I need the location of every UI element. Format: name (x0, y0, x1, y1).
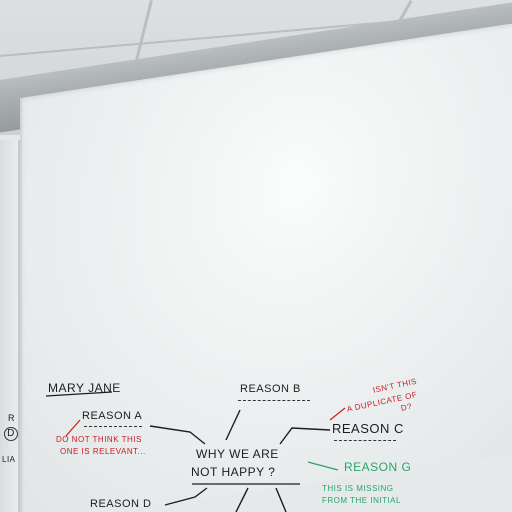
reason-d: REASON D (90, 498, 152, 510)
reason-g-note-line2: FROM THE INITIAL (322, 496, 401, 505)
reason-g-note-line1: THIS IS MISSING (322, 484, 394, 493)
connector-bottom-right (275, 487, 287, 512)
connector-bottom (235, 487, 249, 512)
board-title: MARY JANE (48, 381, 121, 395)
adjacent-whiteboard: R D LIA (0, 140, 20, 512)
left-fragment-3: LIA (2, 455, 16, 464)
reason-c-underline (334, 440, 396, 441)
left-fragment-2: D (4, 427, 18, 441)
title-underline (45, 391, 113, 397)
connector-red-c (329, 407, 346, 421)
reason-c: REASON C (332, 421, 404, 436)
reason-b: REASON B (240, 383, 301, 395)
reason-b-underline (238, 400, 310, 401)
reason-a-note-line1: DO NOT THINK THIS (56, 435, 142, 444)
connector-a (149, 425, 206, 445)
connector-red-a (65, 419, 81, 437)
reason-a: REASON A (82, 410, 143, 422)
reason-a-underline (84, 426, 142, 427)
reason-a-note-line2: ONE IS RELEVANT... (60, 447, 146, 456)
connector-b (225, 409, 241, 441)
connector-d (164, 487, 208, 506)
center-topic-line2: NOT HAPPY ? (191, 465, 276, 479)
reason-g: REASON G (344, 460, 412, 474)
connector-g (307, 461, 339, 471)
left-fragment-1: R (8, 413, 15, 423)
center-topic-line1: WHY WE ARE (196, 447, 279, 461)
connector-c (279, 427, 331, 445)
